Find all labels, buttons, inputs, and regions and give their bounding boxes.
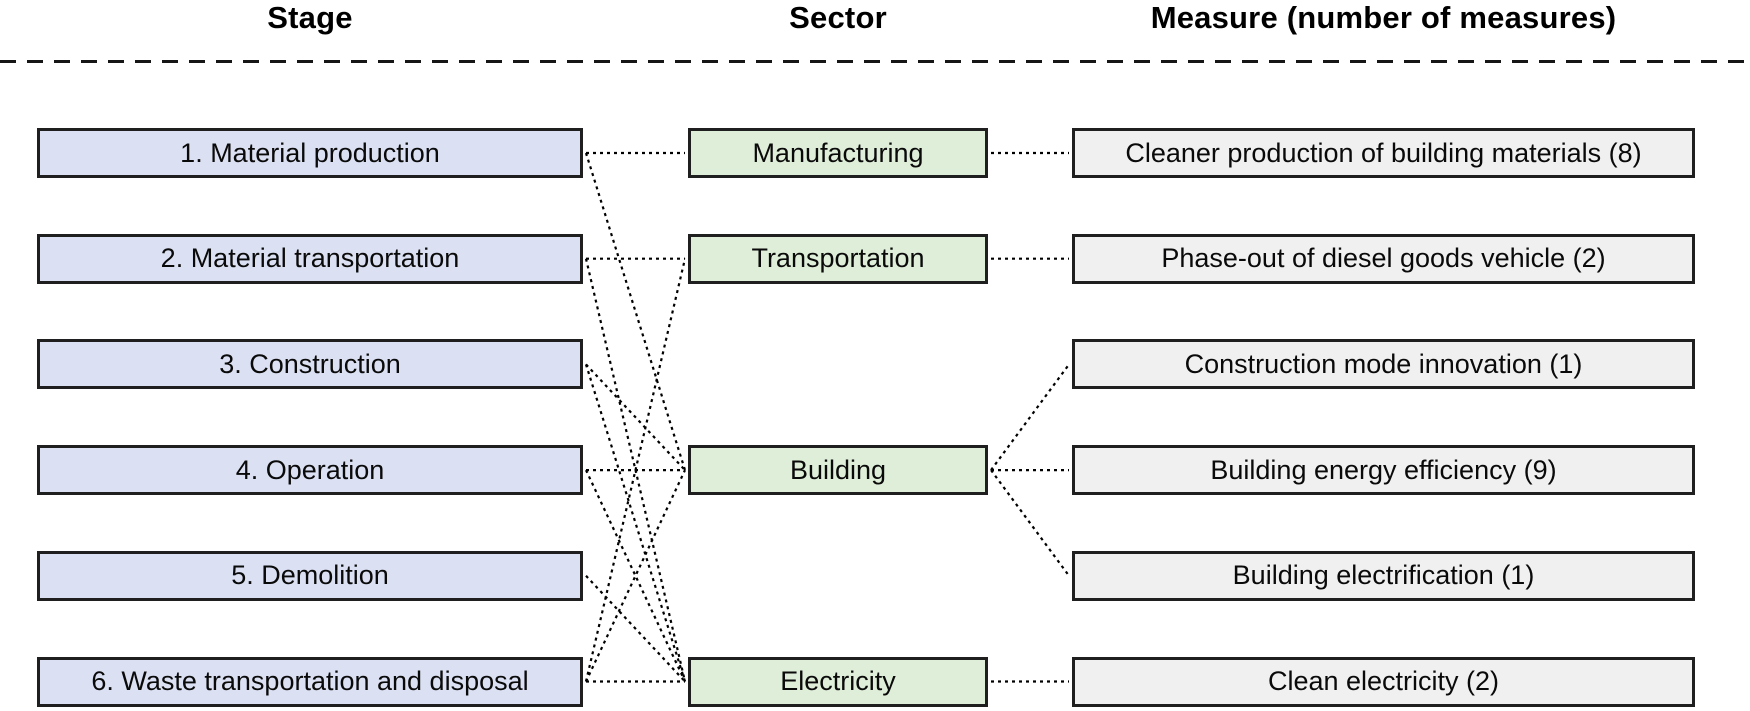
measure-box-m2: Phase-out of diesel goods vehicle (2): [1072, 233, 1695, 284]
sector-box-manufacturing: Manufacturing: [688, 128, 988, 178]
sector-box-transportation: Transportation: [688, 233, 988, 284]
link-building-m3: [990, 363, 1070, 471]
column-header-stage: Stage: [267, 0, 353, 35]
stage-box-s5: 5. Demolition: [37, 550, 583, 601]
measure-box-m6: Clean electricity (2): [1072, 656, 1695, 707]
link-s3-electricity: [584, 364, 687, 682]
column-header-measure: Measure (number of measures): [1150, 0, 1617, 35]
header-separator-dashed-line: [0, 60, 1750, 63]
sector-box-building: Building: [688, 445, 988, 496]
measure-box-m4: Building energy efficiency (9): [1072, 445, 1695, 496]
stage-box-s3: 3. Construction: [37, 339, 583, 390]
link-s6-transportation: [584, 258, 687, 682]
link-s5-electricity: [585, 575, 686, 683]
link-s3-building: [585, 363, 686, 471]
link-s1-building: [584, 152, 687, 471]
stage-box-s1: 1. Material production: [37, 128, 583, 178]
sector-box-electricity: Electricity: [688, 656, 988, 707]
stage-box-s4: 4. Operation: [37, 445, 583, 496]
stage-box-s6: 6. Waste transportation and disposal: [37, 656, 583, 707]
link-building-m5: [990, 469, 1070, 577]
stage-box-s2: 2. Material transportation: [37, 233, 583, 284]
measure-box-m5: Building electrification (1): [1072, 550, 1695, 601]
measure-box-m1: Cleaner production of building materials…: [1072, 128, 1695, 178]
measure-box-m3: Construction mode innovation (1): [1072, 339, 1695, 390]
column-header-sector: Sector: [789, 0, 887, 35]
